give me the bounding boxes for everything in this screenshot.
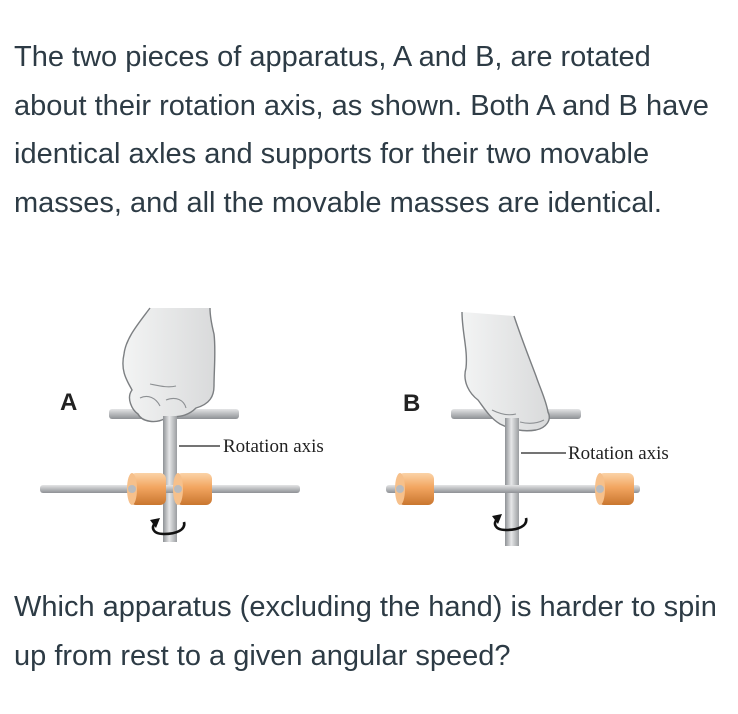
- axle-a: [163, 416, 177, 542]
- rotation-arrow-a: [151, 520, 186, 536]
- apparatus-a: A Rotation axis: [40, 307, 324, 542]
- mass-bar-a: [40, 485, 300, 493]
- mass-a-right: [173, 473, 212, 505]
- apparatus-b: B Rotation axis: [386, 311, 669, 546]
- mass-b-right: [595, 473, 634, 505]
- mass-b-left: [395, 473, 434, 505]
- axle-b: [505, 418, 519, 546]
- axis-label-a: Rotation axis: [223, 436, 324, 457]
- mass-bar-b: [386, 485, 640, 493]
- apparatus-figure: A Rotation axis B: [40, 307, 669, 546]
- axis-label-b: Rotation axis: [568, 443, 669, 464]
- label-b: B: [403, 390, 420, 417]
- label-a: A: [60, 389, 77, 416]
- rotation-arrow-b: [493, 516, 528, 532]
- hand-a: [122, 307, 216, 423]
- mass-a-left: [127, 473, 166, 505]
- question-paragraph: Which apparatus (excluding the hand) is …: [14, 591, 717, 672]
- intro-paragraph: The two pieces of apparatus, A and B, ar…: [14, 41, 709, 219]
